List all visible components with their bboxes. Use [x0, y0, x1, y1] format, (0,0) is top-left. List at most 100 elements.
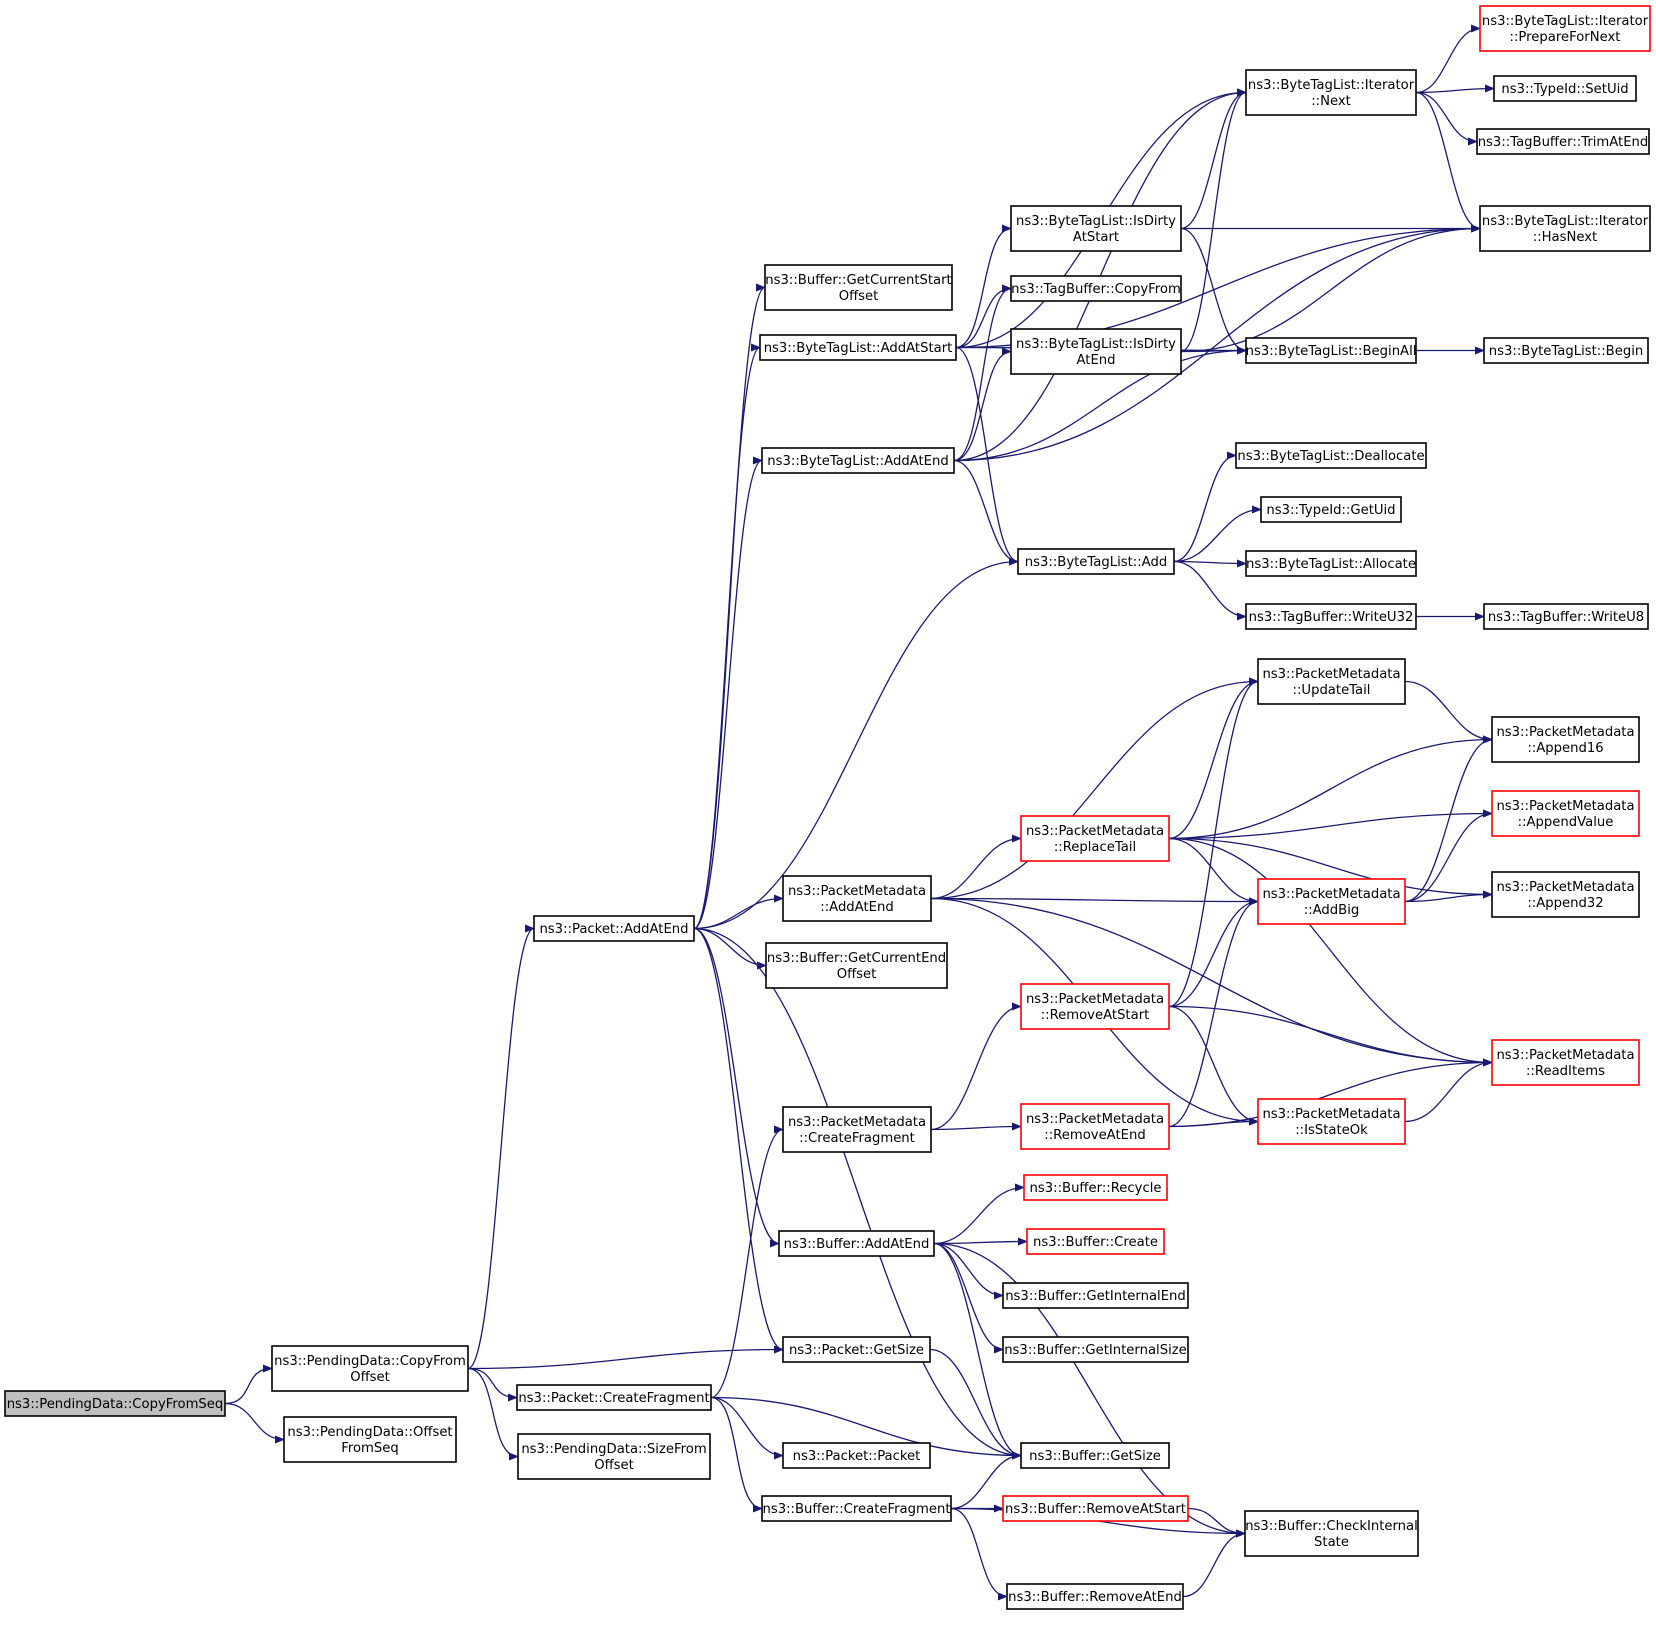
node-btl-beginall[interactable]: ns3::ByteTagList::BeginAll [1245, 337, 1417, 364]
edge-line [1173, 559, 1247, 568]
node-label: ns3::PendingData::Offset [287, 1425, 452, 1440]
edge-btl_add-to-tagbuffer_writeu32 [1173, 560, 1247, 621]
node-btl-add[interactable]: ns3::ByteTagList::Add [1017, 548, 1175, 575]
node-pm-removeatend[interactable]: ns3::PacketMetadata::RemoveAtEnd [1020, 1103, 1170, 1150]
node-buffer-getinternalend[interactable]: ns3::Buffer::GetInternalEnd [1002, 1282, 1189, 1309]
node-tagbuffer-copyfrom[interactable]: ns3::TagBuffer::CopyFrom [1010, 275, 1182, 302]
node-box [1476, 128, 1650, 155]
node-label: ::RemoveAtStart [1041, 1008, 1150, 1023]
edge-btl_addatend-to-btl_isdirtyatend [953, 347, 1012, 462]
edge-line [1168, 677, 1259, 840]
node-typeid-getuid[interactable]: ns3::TypeId::GetUid [1260, 496, 1402, 523]
node-box [1020, 983, 1170, 1030]
edge-line [1168, 1005, 1259, 1126]
edge-copyfromoffset-to-packet_addatend [467, 924, 535, 1370]
node-label: AtStart [1073, 230, 1119, 245]
node-pm-replacetail[interactable]: ns3::PacketMetadata::ReplaceTail [1020, 815, 1170, 862]
edge-line [1415, 91, 1478, 146]
node-label: ::PrepareForNext [1510, 30, 1621, 45]
node-buffer-getinternalsize[interactable]: ns3::Buffer::GetInternalSize [1002, 1336, 1189, 1363]
edge-line [1180, 346, 1247, 355]
node-typeid-setuid[interactable]: ns3::TypeId::SetUid [1493, 75, 1637, 102]
node-pm-addatend[interactable]: ns3::PacketMetadata::AddAtEnd [782, 875, 932, 922]
edge-line [1168, 1058, 1493, 1128]
node-packet-packet[interactable]: ns3::Packet::Packet [782, 1442, 931, 1469]
edge-packet_createfragment-to-packet_packet [710, 1396, 784, 1460]
edge-line [1404, 1058, 1493, 1123]
node-box [271, 1345, 469, 1392]
node-buffer-recycle[interactable]: ns3::Buffer::Recycle [1023, 1174, 1168, 1201]
node-buffer-create[interactable]: ns3::Buffer::Create [1026, 1228, 1165, 1255]
node-pm-appendvalue[interactable]: ns3::PacketMetadata::AppendValue [1491, 790, 1640, 837]
node-box [782, 1336, 931, 1363]
edge-line [1168, 837, 1493, 1067]
edge-line [930, 1122, 1022, 1131]
edge-btl_addatstart-to-btl_add [955, 346, 1019, 566]
node-btl-addatend[interactable]: ns3::ByteTagList::AddAtEnd [761, 447, 955, 474]
node-label: ns3::Packet::AddAtEnd [539, 922, 688, 937]
node-box [782, 1106, 932, 1153]
node-btli-hasnext[interactable]: ns3::ByteTagList::Iterator::HasNext [1479, 205, 1651, 252]
node-box [1020, 1103, 1170, 1150]
node-packet-addatend[interactable]: ns3::Packet::AddAtEnd [533, 915, 695, 942]
node-packet-createfragment[interactable]: ns3::Packet::CreateFragment [516, 1384, 712, 1411]
node-box [1244, 1510, 1419, 1557]
edge-line [933, 1242, 1246, 1538]
node-tagbuffer-writeu32[interactable]: ns3::TagBuffer::WriteU32 [1245, 603, 1417, 630]
node-box [765, 942, 948, 989]
node-pm-isstateok[interactable]: ns3::PacketMetadata::IsStateOk [1257, 1098, 1406, 1145]
node-pm-readitems[interactable]: ns3::PacketMetadata::ReadItems [1491, 1039, 1640, 1086]
edge-line [693, 927, 767, 970]
edge-line [1180, 224, 1481, 353]
node-label: AtEnd [1076, 353, 1115, 368]
node-buffer-removeatend[interactable]: ns3::Buffer::RemoveAtEnd [1006, 1583, 1184, 1610]
edge-btl_add-to-btl_deallocate [1173, 451, 1237, 563]
edge-line [1168, 735, 1493, 840]
edge-line [930, 677, 1259, 900]
node-buffer-removeatstart[interactable]: ns3::Buffer::RemoveAtStart [1002, 1495, 1189, 1522]
edge-line [950, 1507, 1008, 1601]
node-buffer-getsize[interactable]: ns3::Buffer::GetSize [1020, 1442, 1170, 1469]
node-pm-append32[interactable]: ns3::PacketMetadata::Append32 [1491, 871, 1640, 918]
node-label: ::ReadItems [1526, 1064, 1605, 1079]
node-pm-removeatstart[interactable]: ns3::PacketMetadata::RemoveAtStart [1020, 983, 1170, 1030]
node-pm-createfragment[interactable]: ns3::PacketMetadata::CreateFragment [782, 1106, 932, 1153]
node-tagbuffer-writeu8[interactable]: ns3::TagBuffer::WriteU8 [1483, 603, 1649, 630]
node-pm-append16[interactable]: ns3::PacketMetadata::Append16 [1491, 716, 1640, 763]
edge-line [1168, 1005, 1493, 1067]
node-btli-next[interactable]: ns3::ByteTagList::Iterator::Next [1245, 69, 1417, 116]
edge-line [693, 927, 1022, 1460]
edge-line [955, 346, 1019, 566]
node-box [1479, 205, 1651, 252]
node-copyfromseq[interactable]: ns3::PendingData::CopyFromSeq [4, 1390, 226, 1417]
node-packet-getsize[interactable]: ns3::Packet::GetSize [782, 1336, 931, 1363]
edge-packet_getsize-to-buffer_getsize [929, 1348, 1022, 1460]
node-btl-deallocate[interactable]: ns3::ByteTagList::Deallocate [1235, 442, 1427, 469]
node-btl-allocate[interactable]: ns3::ByteTagList::Allocate [1245, 550, 1417, 577]
node-box [1483, 337, 1649, 364]
node-btli-preparefornext[interactable]: ns3::ByteTagList::Iterator::PrepareForNe… [1479, 5, 1651, 52]
node-buffer-createfragment[interactable]: ns3::Buffer::CreateFragment [761, 1495, 952, 1522]
node-btl-begin[interactable]: ns3::ByteTagList::Begin [1483, 337, 1649, 364]
node-label: ns3::Buffer::GetInternalEnd [1005, 1289, 1186, 1304]
node-pm-updatetail[interactable]: ns3::PacketMetadata::UpdateTail [1257, 658, 1406, 705]
edge-btl_isdirtyatstart-to-btli_next [1180, 88, 1247, 230]
edge-line [1415, 84, 1495, 94]
edge-line [1173, 451, 1237, 563]
node-tagbuffer-trimatend[interactable]: ns3::TagBuffer::TrimAtEnd [1476, 128, 1650, 155]
node-label: ns3::Buffer::GetCurrentEnd [767, 951, 946, 966]
node-btl-addatstart[interactable]: ns3::ByteTagList::AddAtStart [759, 334, 957, 361]
node-buffer-addatend[interactable]: ns3::Buffer::AddAtEnd [778, 1230, 935, 1257]
node-box [516, 1384, 712, 1411]
node-label: ns3::ByteTagList::IsDirty [1016, 337, 1176, 352]
node-pm-addbig[interactable]: ns3::PacketMetadata::AddBig [1257, 878, 1406, 925]
edge-packet_addatend-to-btl_addatend [693, 456, 763, 930]
